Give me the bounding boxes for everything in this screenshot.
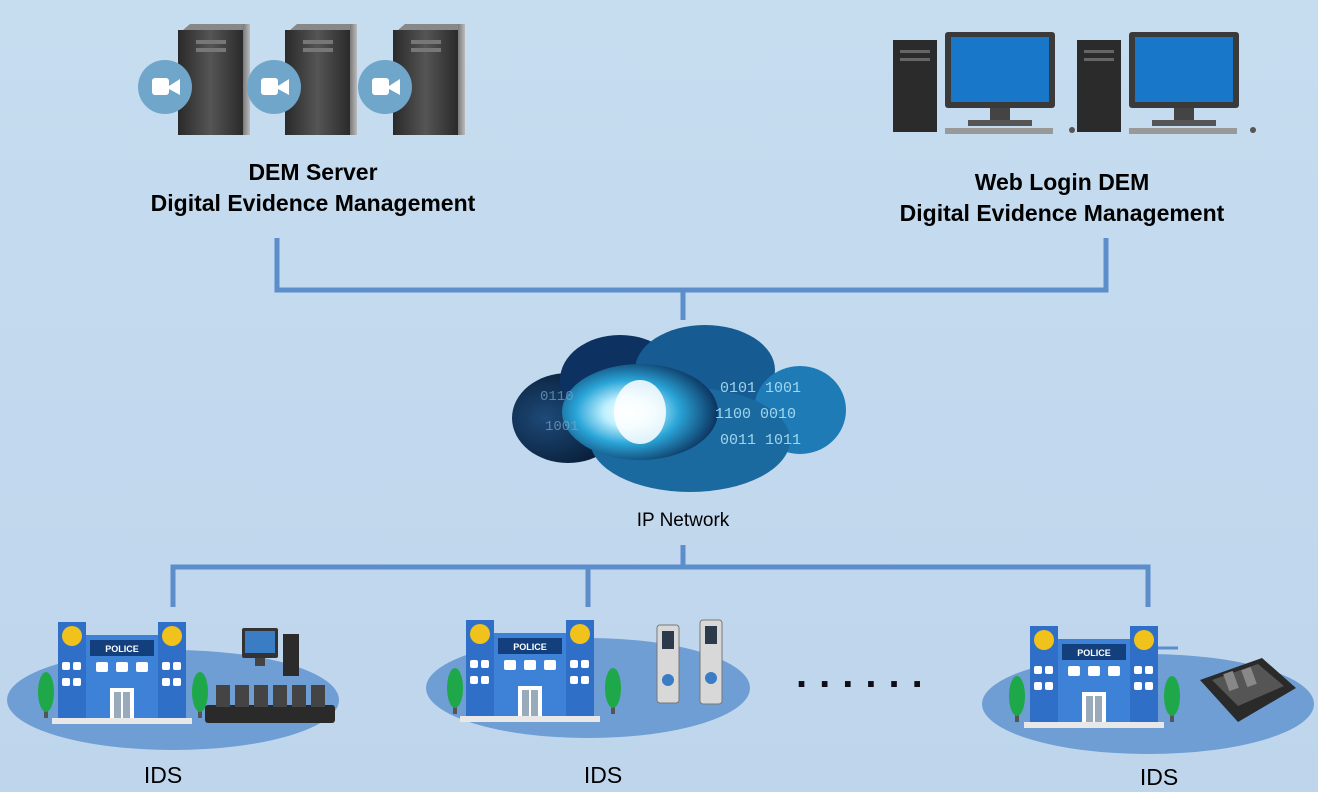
svg-text:0110: 0110 — [540, 389, 574, 405]
video-camera-icon — [247, 60, 301, 114]
connection-lines — [170, 238, 1151, 607]
web-login-title: Web Login DEM Digital Evidence Managemen… — [838, 167, 1286, 229]
police-building-icon — [52, 622, 192, 724]
dock-terminal-icon — [1200, 658, 1296, 722]
police-building-icon — [460, 620, 600, 722]
ids-station-2 — [426, 619, 750, 738]
dem-server-title: DEM Server Digital Evidence Management — [80, 157, 546, 219]
dem-server-group — [138, 24, 465, 135]
desktop-computer-icon — [893, 32, 1055, 134]
ids-label-2: IDS — [583, 762, 623, 788]
ids-label-3: IDS — [1139, 764, 1179, 790]
ids-station-1 — [7, 622, 339, 750]
svg-text:1100 0010: 1100 0010 — [715, 406, 796, 423]
docking-station-icon — [205, 628, 335, 723]
desktop-computer-icon — [1069, 32, 1256, 134]
ellipsis-separator: ...... — [796, 652, 935, 696]
web-login-subtitle: Digital Evidence Management — [899, 200, 1225, 226]
cloud-icon: 0101 1001 1100 0010 0011 1011 0110 1001 — [512, 325, 846, 492]
svg-text:1001: 1001 — [545, 419, 579, 435]
police-building-icon — [1024, 626, 1164, 728]
video-camera-icon — [138, 60, 192, 114]
kiosk-icon — [656, 619, 723, 705]
video-camera-icon — [358, 60, 412, 114]
svg-text:0101 1001: 0101 1001 — [720, 380, 801, 397]
dem-server-subtitle: Digital Evidence Management — [150, 190, 476, 216]
ids-label-1: IDS — [143, 762, 183, 788]
dem-server-label: DEM Server — [248, 159, 378, 185]
web-login-label: Web Login DEM — [974, 169, 1150, 195]
server-tower-icon — [178, 24, 250, 135]
ip-network-label: IP Network — [636, 510, 730, 531]
ids-station-3 — [982, 626, 1314, 754]
svg-text:0011 1011: 0011 1011 — [720, 432, 801, 449]
server-tower-icon — [393, 24, 465, 135]
